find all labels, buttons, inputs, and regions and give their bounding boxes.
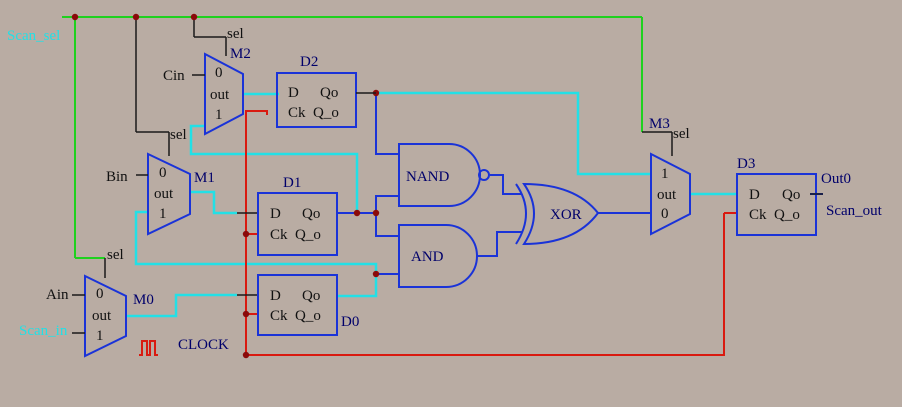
sel-branch-wires — [104, 17, 673, 278]
mux-m1: 0 out 1 M1 sel — [136, 127, 215, 236]
flipflop-d3: D Qo Ck Q_o D3 — [736, 156, 817, 236]
mux-m1-in0: 0 — [159, 165, 167, 181]
d0-qo-pin: Qo — [302, 288, 320, 304]
d3-d-pin: D — [749, 187, 760, 203]
mux-m1-name: M1 — [194, 170, 215, 186]
d1-ck-pin: Ck — [270, 227, 288, 243]
mux-m3-in1: 0 — [661, 206, 669, 222]
and-gate: AND — [398, 224, 478, 288]
mux-m1-in1: 1 — [159, 206, 167, 222]
data-wires — [126, 91, 737, 318]
cin-label: Cin — [163, 68, 185, 84]
mux-m2-in1: 1 — [215, 107, 223, 123]
flipflop-d2: D Qo Ck Q_o D2 — [276, 54, 376, 128]
mux-m3-in0: 1 — [661, 166, 669, 182]
junction-dots — [71, 13, 380, 359]
d0-qbar-pin: Q_o — [295, 308, 321, 324]
xor-label: XOR — [550, 207, 582, 223]
mux-m2-out: out — [210, 87, 230, 103]
and-label: AND — [411, 249, 444, 265]
mux-m0-in1: 1 — [96, 328, 104, 344]
d2-qbar-pin: Q_o — [313, 105, 339, 121]
nand-label: NAND — [406, 169, 449, 185]
mux-m2-sel: sel — [227, 26, 244, 42]
mux-m3: 1 out 0 M3 sel — [649, 116, 691, 236]
logic-wires — [337, 93, 823, 275]
d1-qo-pin: Qo — [302, 206, 320, 222]
d3-ck-pin: Ck — [749, 207, 767, 223]
d1-qbar-pin: Q_o — [295, 227, 321, 243]
flipflop-d0: D Qo Ck Q_o D0 — [237, 274, 359, 336]
scan-out-label: Scan_out — [826, 203, 883, 219]
d0-ck-pin: Ck — [270, 308, 288, 324]
mux-m0-in0: 0 — [96, 286, 104, 302]
d1-name: D1 — [283, 175, 301, 191]
clock-pulse-icon — [139, 340, 158, 356]
mux-m0-sel: sel — [107, 247, 124, 263]
mux-m0: 0 out 1 M0 sel — [72, 247, 154, 358]
mux-m0-name: M0 — [133, 292, 154, 308]
scan-sel-label: Scan_sel — [7, 28, 60, 44]
mux-m2-in0: 0 — [215, 65, 223, 81]
mux-m3-sel: sel — [673, 126, 690, 142]
d2-d-pin: D — [288, 85, 299, 101]
ain-label: Ain — [46, 287, 69, 303]
mux-m2: 0 out 1 M2 sel — [192, 26, 251, 136]
d3-qbar-pin: Q_o — [774, 207, 800, 223]
d3-name: D3 — [737, 156, 755, 172]
mux-m3-name: M3 — [649, 116, 670, 132]
flipflop-d1: D Qo Ck Q_o D1 — [237, 175, 338, 256]
clock-wires — [139, 110, 737, 356]
d0-name: D0 — [341, 314, 359, 330]
d2-ck-pin: Ck — [288, 105, 306, 121]
mux-m1-out: out — [154, 186, 174, 202]
out0-label: Out0 — [821, 171, 851, 187]
mux-m2-name: M2 — [230, 46, 251, 62]
xor-gate: XOR — [515, 182, 600, 246]
d2-qo-pin: Qo — [320, 85, 338, 101]
d3-qo-pin: Qo — [782, 187, 800, 203]
d0-d-pin: D — [270, 288, 281, 304]
d1-d-pin: D — [270, 206, 281, 222]
bin-label: Bin — [106, 169, 128, 185]
d2-name: D2 — [300, 54, 318, 70]
mux-m1-sel: sel — [170, 127, 187, 143]
mux-m0-out: out — [92, 308, 112, 324]
clock-label: CLOCK — [178, 337, 229, 353]
scan-sel-wires — [62, 16, 643, 259]
nand-gate: NAND — [398, 143, 490, 207]
mux-m3-out: out — [657, 187, 677, 203]
scan-in-label: Scan_in — [19, 323, 68, 339]
